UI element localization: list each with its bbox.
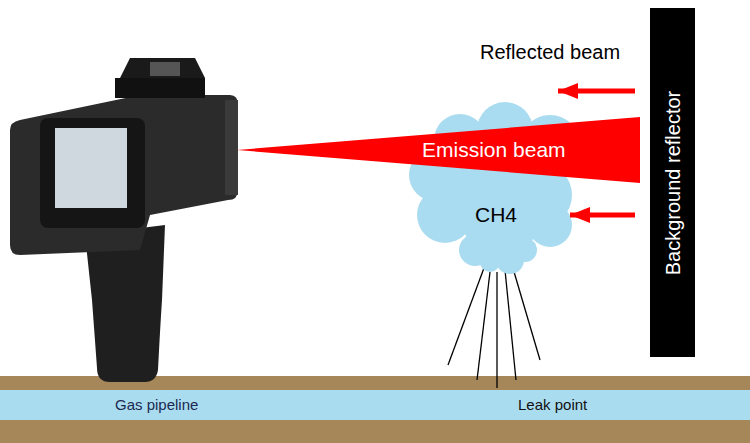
- device-front: [225, 100, 238, 195]
- laser-detector: [10, 58, 238, 382]
- device-bezel: [40, 118, 145, 228]
- node-text: Background reflector: [661, 90, 685, 275]
- leak-ray: [448, 268, 484, 365]
- leak-ray: [496, 272, 497, 388]
- sight-base: [115, 78, 205, 98]
- emission-beam: Emission beam: [237, 117, 640, 183]
- sight-lens: [150, 62, 180, 76]
- labeled-band: Background reflector: [650, 8, 695, 357]
- node-text: CH4: [475, 202, 517, 227]
- node-text: Gas pipeline: [115, 396, 198, 414]
- reflected-arrow: [558, 89, 635, 94]
- leak-ray: [477, 272, 490, 380]
- cloud-puff: [477, 102, 533, 158]
- sight-housing: [120, 58, 205, 78]
- cloud-puff: [520, 115, 580, 175]
- leak-rays: [448, 265, 540, 388]
- node-text: Emission beam: [422, 137, 566, 162]
- leak-ray: [505, 270, 516, 380]
- device-screen: [55, 128, 127, 208]
- pipe-wall: [0, 420, 750, 443]
- cloud-puff: [434, 114, 486, 166]
- cloud-puff: [513, 238, 537, 262]
- device-body: [10, 95, 238, 255]
- beam-arrow: [570, 213, 635, 218]
- leak-ray: [512, 265, 540, 360]
- beam-label: Reflected beam: [480, 40, 620, 64]
- cloud-puff: [417, 187, 473, 243]
- cloud-puff: [480, 252, 500, 272]
- labeled-band: Gas pipeline Leak point: [0, 390, 750, 420]
- node-text: Leak point: [518, 396, 587, 414]
- cloud-puff: [528, 203, 572, 247]
